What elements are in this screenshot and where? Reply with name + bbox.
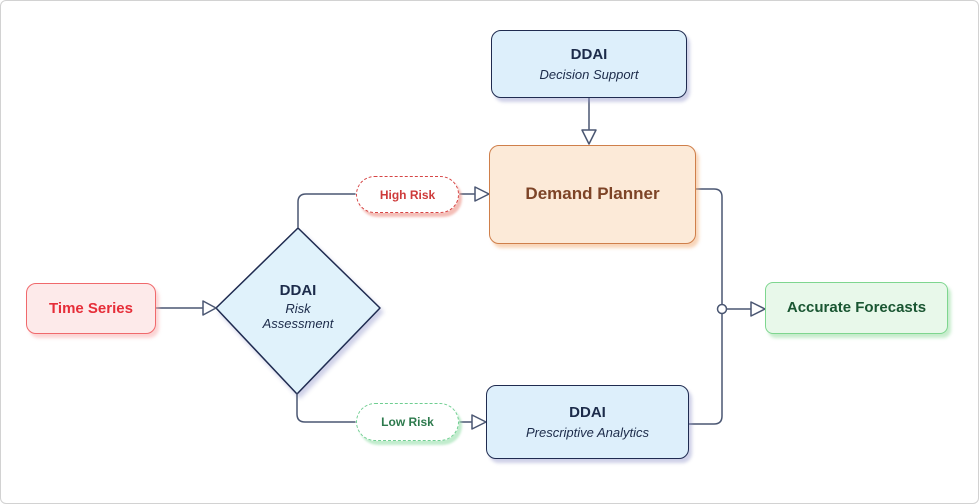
edge-label-high-risk: High Risk	[356, 176, 459, 213]
risk-assessment-subtitle: Risk Assessment	[262, 301, 334, 331]
node-time-series: Time Series	[26, 283, 156, 334]
prescriptive-analytics-subtitle: Prescriptive Analytics	[525, 424, 650, 440]
prescriptive-analytics-title: DDAI	[569, 403, 606, 421]
risk-assessment-title: DDAI	[279, 282, 317, 300]
node-demand-planner: Demand Planner	[489, 145, 696, 244]
edge-prescriptive-to-junction	[688, 313, 723, 425]
node-prescriptive-analytics: DDAI Prescriptive Analytics	[486, 385, 689, 459]
node-risk-assessment-label: DDAI Risk Assessment	[228, 269, 368, 345]
decision-support-title: DDAI	[570, 45, 608, 63]
demand-planner-label: Demand Planner	[525, 184, 660, 204]
edge-demand-planner-to-junction	[695, 188, 723, 305]
edge-junction-circle	[716, 303, 728, 315]
arrowhead-down-into-demand-planner	[581, 129, 597, 145]
low-risk-label: Low Risk	[381, 415, 434, 429]
edge-risk-assessment-to-high-risk	[297, 193, 356, 228]
arrowhead-into-prescriptive	[471, 414, 487, 430]
edge-label-low-risk: Low Risk	[356, 403, 459, 441]
node-accurate-forecasts: Accurate Forecasts	[765, 282, 948, 334]
edge-risk-assessment-to-low-risk	[296, 393, 356, 423]
high-risk-label: High Risk	[379, 187, 436, 202]
arrowhead-into-accurate-forecasts	[750, 301, 766, 317]
time-series-label: Time Series	[49, 299, 133, 317]
decision-support-subtitle: Decision Support	[539, 66, 639, 82]
arrowhead-into-risk-assessment	[202, 300, 217, 316]
arrowhead-into-demand-planner	[474, 186, 490, 202]
accurate-forecasts-label: Accurate Forecasts	[786, 299, 927, 316]
node-decision-support: DDAI Decision Support	[491, 30, 687, 98]
